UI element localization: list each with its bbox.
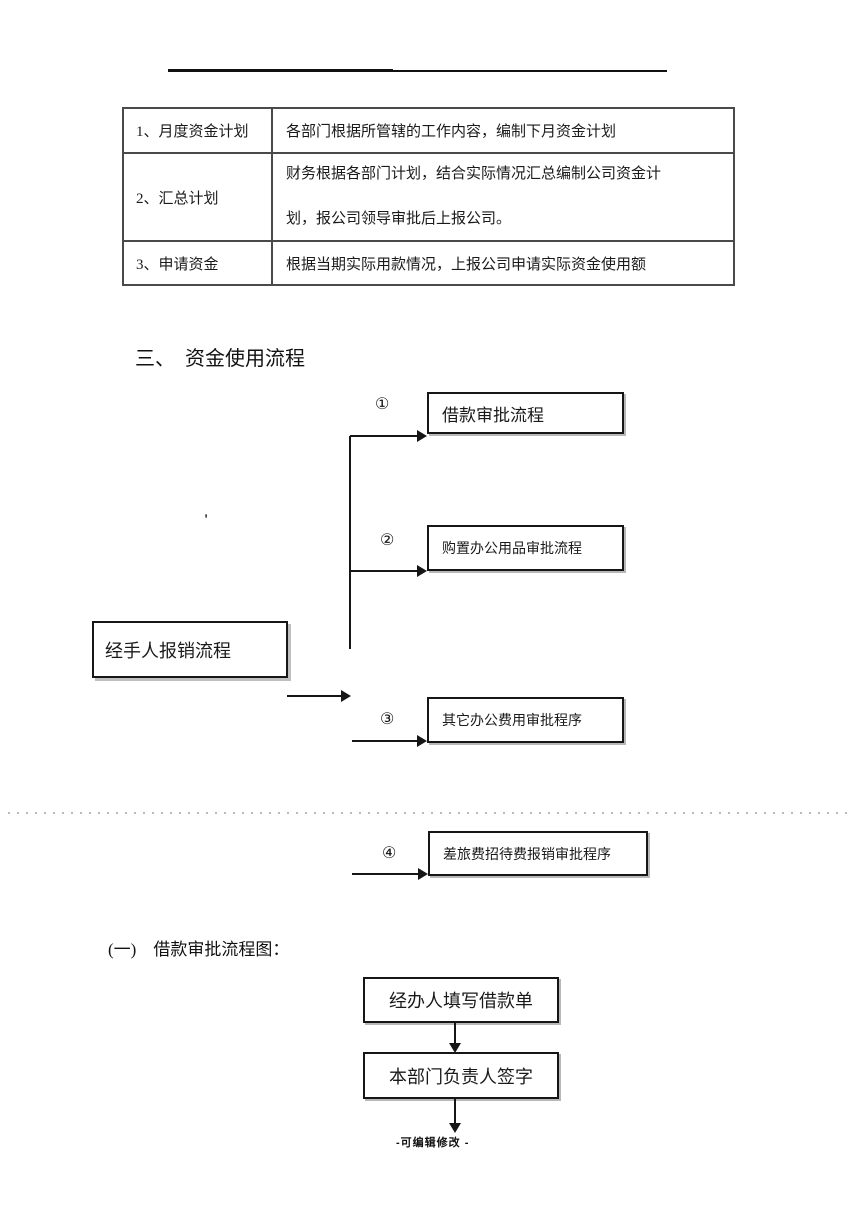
flow-box-label: 差旅费招待费报销审批程序: [443, 847, 611, 863]
table-cell-line: 财务根据各部门计划，结合实际情况汇总编制公司资金计: [286, 166, 662, 182]
editable-note-footer: -可编辑修改 -: [396, 1137, 470, 1149]
source-arrow-line: [287, 695, 341, 697]
table-row: 1、月度资金计划 各部门根据所管辖的工作内容，编制下月资金计划: [124, 109, 733, 154]
table-row: 3、申请资金 根据当期实际用款情况，上报公司申请实际资金使用额: [124, 242, 733, 284]
branch3-arrow-line: [352, 740, 417, 742]
down-arrowhead-icon-2: [449, 1123, 461, 1133]
table-cell-content: 各部门根据所管辖的工作内容，编制下月资金计划: [273, 109, 733, 152]
flow-box-other-office-expense-approval: 其它办公费用审批程序: [427, 697, 624, 743]
flow-box-loan-approval: 借款审批流程: [427, 392, 624, 434]
table-cell-line: 划，报公司领导审批后上报公司。: [286, 211, 512, 227]
flow-box-fill-loan-form: 经办人填写借款单: [363, 977, 559, 1023]
flow-box-office-supplies-approval: 购置办公用品审批流程: [427, 525, 624, 571]
flow-box-travel-entertainment-reimbursement: 差旅费招待费报销审批程序: [428, 831, 648, 876]
branch-number-2: ②: [380, 532, 395, 549]
down-arrow-line-1: [454, 1023, 456, 1044]
table-cell-content: 财务根据各部门计划，结合实际情况汇总编制公司资金计 划，报公司领导审批后上报公司…: [273, 154, 733, 240]
flow-box-label: 购置办公用品审批流程: [442, 542, 582, 557]
trunk-vertical-line: [349, 436, 351, 649]
table-cell-label: 2、汇总计划: [124, 154, 273, 240]
flow-box-label: 经办人填写借款单: [389, 991, 533, 1011]
top-horizontal-rule: [168, 70, 667, 72]
branch1-arrowhead-icon: [417, 430, 427, 442]
flow-box-label: 其它办公费用审批程序: [442, 714, 582, 729]
down-arrowhead-icon-1: [449, 1043, 461, 1053]
sub-section-heading: (一) 借款审批流程图：: [108, 940, 290, 959]
flow-box-label: 本部门负责人签字: [389, 1066, 533, 1087]
branch2-arrow-line: [350, 570, 417, 572]
source-arrowhead-icon: [341, 690, 351, 702]
section-heading: 三、 资金使用流程: [135, 348, 305, 370]
table-cell-label: 3、申请资金: [124, 242, 273, 284]
funding-plan-table: 1、月度资金计划 各部门根据所管辖的工作内容，编制下月资金计划 2、汇总计划 财…: [122, 107, 735, 286]
branch3-arrowhead-icon: [417, 735, 427, 747]
branch4-arrow-line: [352, 873, 418, 875]
branch-number-1: ①: [375, 396, 390, 413]
branch-number-3: ③: [380, 711, 395, 728]
branch4-arrowhead-icon: [418, 868, 428, 880]
top-horizontal-rule-thick-segment: [168, 69, 393, 72]
flow-box-department-head-sign: 本部门负责人签字: [363, 1052, 559, 1099]
page-break-dotted-line: [8, 812, 852, 814]
stray-apostrophe-mark: ': [204, 512, 209, 528]
down-arrow-line-2: [454, 1099, 456, 1124]
table-cell-label: 1、月度资金计划: [124, 109, 273, 152]
flow-box-label: 经手人报销流程: [105, 640, 231, 661]
branch1-arrow-line: [350, 435, 417, 437]
table-cell-content: 根据当期实际用款情况，上报公司申请实际资金使用额: [273, 242, 733, 284]
table-row: 2、汇总计划 财务根据各部门计划，结合实际情况汇总编制公司资金计 划，报公司领导…: [124, 154, 733, 242]
branch-number-4: ④: [382, 845, 397, 862]
table-cell-line: 各部门根据所管辖的工作内容，编制下月资金计划: [286, 124, 617, 140]
branch2-arrowhead-icon: [417, 565, 427, 577]
flow-box-label: 借款审批流程: [442, 405, 544, 425]
table-cell-line: 根据当期实际用款情况，上报公司申请实际资金使用额: [286, 256, 647, 273]
flow-box-handler-reimbursement-process: 经手人报销流程: [92, 621, 288, 678]
